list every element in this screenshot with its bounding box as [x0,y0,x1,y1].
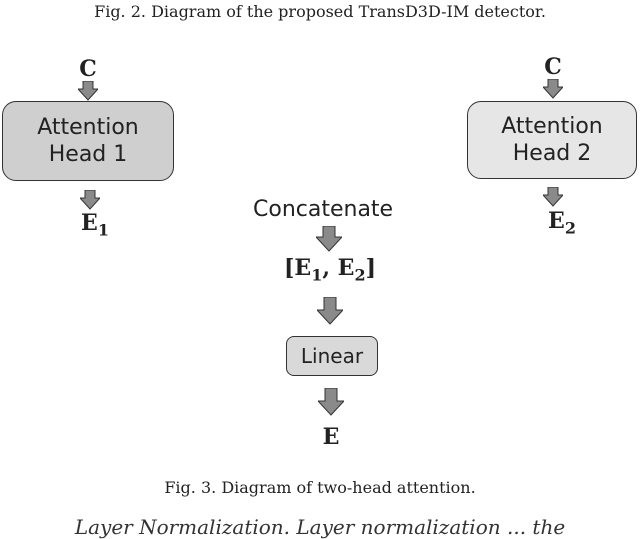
linear-layer-box: Linear [286,336,378,376]
final-output-label: E [322,424,340,450]
arrow-down-icon [316,226,342,252]
attention-head-2-box: Attention Head 2 [467,101,637,179]
head2-input-label: C [544,54,562,80]
arrow-down-icon [318,388,344,416]
fig3-caption: Fig. 3. Diagram of two-head attention. [164,478,476,497]
arrow-down-icon [543,187,563,207]
fig2-caption: Fig. 2. Diagram of the proposed TransD3D… [94,2,546,21]
arrow-down-icon [80,190,100,210]
attention-head-1-box: Attention Head 1 [2,101,174,181]
head2-output-label: E2 [548,208,576,238]
body-text-partial: Layer Normalization. Layer normalization… [74,515,566,539]
arrow-down-icon [543,79,563,99]
concatenated-vector-label: [E1, E2] [283,255,377,285]
head1-output-label: E1 [81,210,109,240]
head1-input-label: C [79,56,97,82]
arrow-down-icon [78,81,98,101]
concatenate-label: Concatenate [253,197,394,222]
arrow-down-icon [317,297,343,325]
